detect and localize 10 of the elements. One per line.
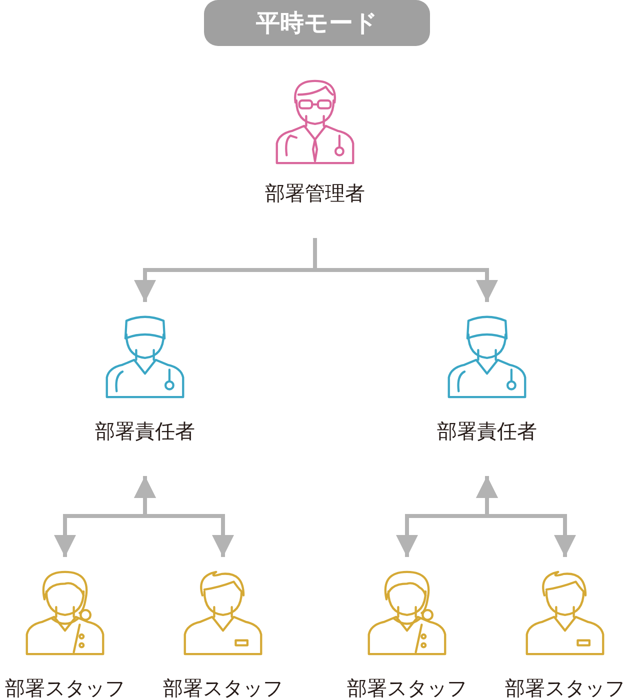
mode-title-banner: 平時モード xyxy=(204,0,430,46)
role-label: 部署管理者 xyxy=(265,180,365,207)
role-label: 部署スタッフ xyxy=(505,675,625,699)
role-label: 部署スタッフ xyxy=(163,675,283,699)
role-label: 部署責任者 xyxy=(95,418,195,445)
role-label: 部署スタッフ xyxy=(347,675,467,699)
arrow xyxy=(476,476,576,557)
arrow xyxy=(134,476,234,557)
role-label: 部署スタッフ xyxy=(5,675,125,699)
role-label: 部署責任者 xyxy=(437,418,537,445)
